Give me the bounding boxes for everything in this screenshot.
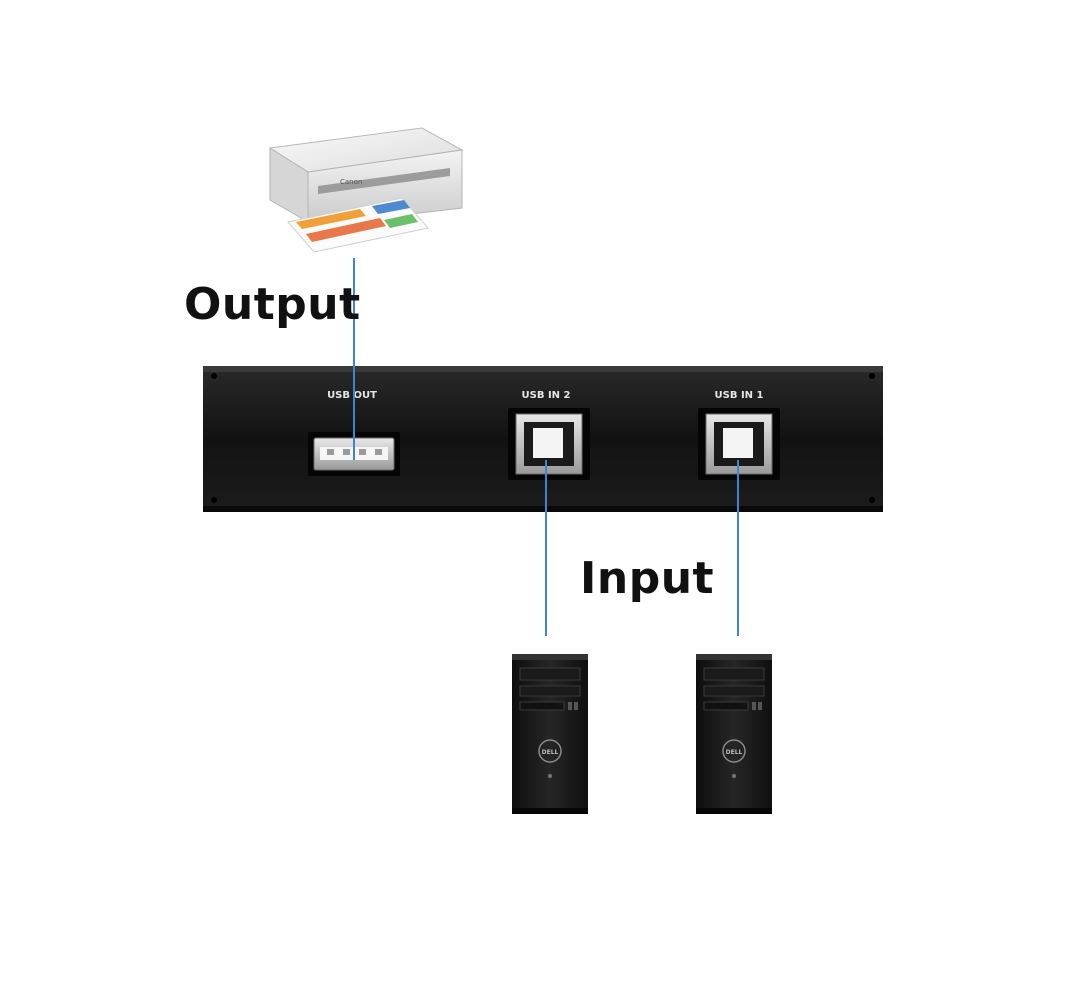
input-label: Input	[580, 553, 715, 604]
computer-brand-right: DELL	[726, 749, 743, 756]
port-label-usb-in-2: USB IN 2	[522, 390, 571, 401]
port-label-usb-in-1: USB IN 1	[715, 390, 764, 401]
computer-brand-left: DELL	[542, 749, 559, 756]
usb-type-b-port-2	[508, 408, 590, 480]
computer-tower-icon-left: DELL	[512, 654, 588, 814]
printer-icon: Canon	[268, 127, 464, 253]
computer-tower-icon-right: DELL	[696, 654, 772, 814]
usb-type-b-port-1	[698, 408, 780, 480]
printer-brand: Canon	[340, 178, 362, 186]
output-label: Output	[184, 279, 361, 330]
port-label-usb-out: USB OUT	[327, 390, 377, 401]
cables	[353, 258, 739, 636]
